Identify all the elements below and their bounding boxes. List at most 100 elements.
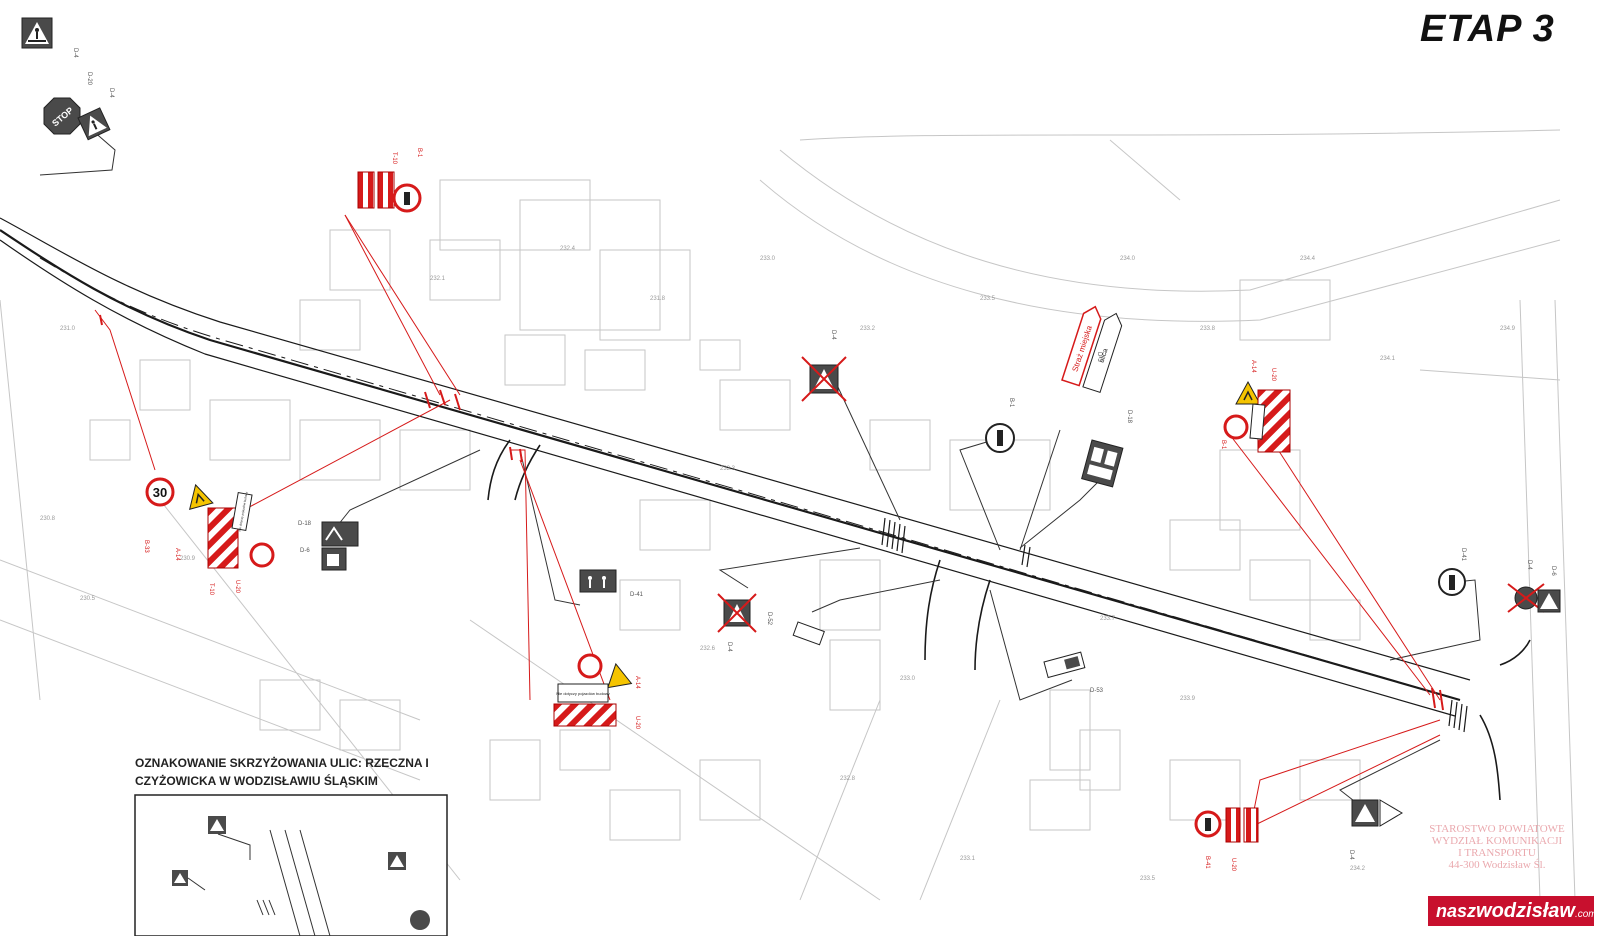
code-label-d4-bottom: D-4 xyxy=(1348,850,1354,860)
code-label-d41-right: D-41 xyxy=(1460,548,1466,562)
stamp-line1: STAROSTWO POWIATOWE xyxy=(1429,823,1565,835)
red-markers xyxy=(99,314,1444,711)
sign-d18-centre xyxy=(1081,439,1124,488)
legend-inset xyxy=(134,794,448,936)
stop-sign-icon xyxy=(410,910,430,930)
red-leader-lines xyxy=(94,214,1441,831)
code-label-d4-b: D-4 xyxy=(108,88,114,98)
sign-d6-bottom-right xyxy=(1351,799,1403,827)
svg-text:232.1: 232.1 xyxy=(430,276,446,282)
sign-a16-pedestrian xyxy=(77,107,111,141)
code-label-a14-centre: A-14 xyxy=(634,676,640,689)
sign-d6-topleft xyxy=(21,17,53,49)
detour-board-left-label: Nie dotyczy pojazdów budowy xyxy=(238,491,249,532)
stop-sign-icon: STOP xyxy=(43,97,81,135)
brand-part3: .com xyxy=(1574,909,1597,920)
no-entry-icon xyxy=(249,542,275,568)
code-label-d41-centre: D-41 xyxy=(630,592,644,598)
svg-text:233.2: 233.2 xyxy=(860,326,876,332)
svg-text:230.9: 230.9 xyxy=(180,556,196,562)
code-label-t10-top: T-10 xyxy=(391,152,397,165)
street-sign-label-2: ulica xyxy=(1098,348,1109,364)
code-label-b1-centre: B-1 xyxy=(1008,398,1014,408)
page-title: ETAP 3 xyxy=(1420,8,1555,50)
barrier-sign-left xyxy=(207,507,239,569)
svg-text:232.3: 232.3 xyxy=(720,466,736,472)
main-road xyxy=(0,217,1531,801)
stamp-line3: I TRANSPORTU xyxy=(1458,847,1536,859)
svg-text:230.8: 230.8 xyxy=(40,516,56,522)
pedestrian-crossing-icon xyxy=(588,576,606,588)
svg-text:233.1: 233.1 xyxy=(960,856,976,862)
no-entry-icon xyxy=(577,653,603,679)
svg-text:231.8: 231.8 xyxy=(650,296,666,302)
no-entry-icon xyxy=(392,183,422,213)
pedestrian-crossing-icon xyxy=(388,852,406,870)
pedestrian-crossing-icon xyxy=(208,816,226,834)
code-label-b1-top: B-1 xyxy=(416,148,422,158)
sign-d4-crossed-centre xyxy=(717,593,757,633)
svg-text:234.1: 234.1 xyxy=(1380,356,1396,362)
detour-board-centre-label: Nie dotyczy pojazdów budowy xyxy=(556,691,610,696)
svg-text:234.2: 234.2 xyxy=(1350,866,1366,872)
pedestrian-crossing-icon xyxy=(91,120,98,130)
code-label-d18-centre: D-18 xyxy=(1126,410,1132,424)
barrier-sign-centre xyxy=(553,703,617,727)
code-label-d53: D-53 xyxy=(1090,688,1104,694)
speed-limit-label: 30 xyxy=(153,485,167,500)
svg-text:233.0: 233.0 xyxy=(760,256,776,262)
detour-board-right xyxy=(1249,403,1266,440)
code-label-a14-left: A-14 xyxy=(174,548,180,561)
approval-stamp: STAROSTWO POWIATOWE WYDZIAŁ KOMUNIKACJI … xyxy=(1412,823,1582,871)
svg-text:232.8: 232.8 xyxy=(840,776,856,782)
street-sign-centre: Straż miejska ulica xyxy=(1061,305,1123,393)
no-entry-icon xyxy=(1438,568,1466,596)
stamp-line4: 44-300 Wodzisław Śl. xyxy=(1448,859,1546,871)
pedestrian-crossing-icon xyxy=(172,870,188,886)
code-label-d6-left: D-6 xyxy=(300,548,310,554)
code-label-d4-right: D-4 xyxy=(1526,560,1532,570)
roadworks-icon xyxy=(189,483,214,510)
code-label-d4-crossed-centre: D-4 xyxy=(726,642,732,652)
svg-text:232.4: 232.4 xyxy=(560,246,576,252)
code-label-d52: D-52 xyxy=(766,612,772,626)
barrier-sign-bottom-right xyxy=(1225,807,1259,843)
code-label-d4-topleft: D-4 xyxy=(72,48,78,58)
code-label-d3: D-3 xyxy=(1096,352,1102,362)
svg-text:234.4: 234.4 xyxy=(1300,256,1316,262)
code-label-d20: D-20 xyxy=(86,72,92,86)
pedestrian-crossing-icon xyxy=(28,28,46,42)
legend-title-line2: CZYŻOWICKA W WODZISŁAWIU ŚLĄSKIM xyxy=(135,774,378,788)
svg-text:232.6: 232.6 xyxy=(700,646,716,652)
code-label-b33: B-33 xyxy=(143,540,149,553)
code-label-b1-right: B-1 xyxy=(1220,440,1226,450)
code-label-b41: B-41 xyxy=(1204,856,1210,869)
svg-text:233.7: 233.7 xyxy=(1100,616,1116,622)
svg-text:231.0: 231.0 xyxy=(60,326,76,332)
no-entry-icon xyxy=(1223,414,1249,440)
code-label-u20-left: U-20 xyxy=(234,580,240,594)
detour-board-centre: Nie dotyczy pojazdów budowy xyxy=(556,683,610,703)
sign-d4-crossed-top xyxy=(801,356,847,402)
code-label-a14-right: A-14 xyxy=(1250,360,1256,373)
sign-d41-centre xyxy=(579,569,617,593)
roadworks-icon xyxy=(607,662,633,689)
zebra-crossings xyxy=(881,517,1468,733)
svg-text:233.8: 233.8 xyxy=(1200,326,1216,332)
brand-logo[interactable]: naszwodzisław.com xyxy=(1428,896,1597,926)
sign-d6-right xyxy=(1537,589,1561,613)
svg-text:234.9: 234.9 xyxy=(1500,326,1516,332)
roadworks-icon xyxy=(1235,380,1261,405)
code-label-u20-centre: U-20 xyxy=(634,716,640,730)
barrier-sign-top xyxy=(357,171,395,209)
code-label-d4-crossed-top: D-4 xyxy=(830,330,836,340)
code-label-u20-right: U-20 xyxy=(1270,368,1276,382)
info-board-centre xyxy=(792,621,825,646)
brand-part2: wodzisław xyxy=(1476,900,1575,922)
code-label-u20-bottom: U-20 xyxy=(1230,858,1236,872)
no-entry-icon xyxy=(985,423,1015,453)
svg-text:233.5: 233.5 xyxy=(1140,876,1156,882)
sign-d18-d6-left xyxy=(321,521,359,571)
